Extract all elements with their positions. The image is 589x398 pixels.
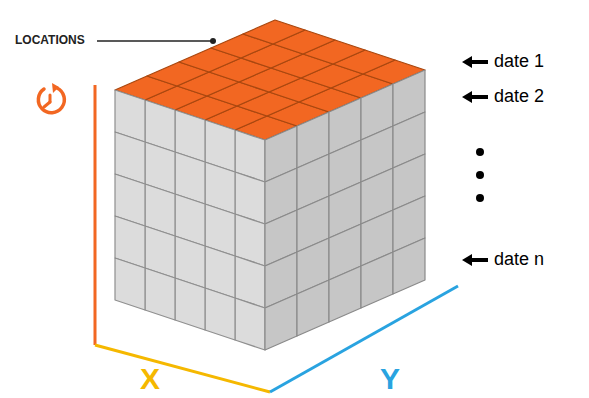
callout-label: LOCATIONS	[15, 34, 85, 48]
date-label: date 1	[494, 51, 544, 72]
time-cell	[115, 258, 145, 310]
x-axis	[95, 345, 270, 392]
ellipsis-dots	[476, 148, 484, 202]
axis-label: X	[140, 362, 160, 397]
time-cell	[175, 278, 205, 330]
time-cell	[329, 266, 361, 322]
date-label: date 2	[494, 86, 544, 107]
time-cell	[265, 294, 297, 350]
time-cell	[297, 280, 329, 336]
leader-dot	[210, 38, 216, 44]
time-cell	[393, 238, 425, 294]
time-cell	[235, 298, 265, 350]
time-axis	[94, 85, 97, 345]
clock-icon	[38, 83, 64, 113]
time-cell	[205, 288, 235, 340]
date-label: date n	[494, 249, 544, 270]
leader-line	[97, 40, 211, 42]
date-arrows	[462, 56, 488, 266]
time-cell	[361, 252, 393, 308]
time-cell	[145, 268, 175, 320]
y-axis	[270, 286, 458, 392]
axis-label: Y	[380, 362, 400, 397]
location-cell	[243, 20, 305, 44]
cube-grid	[115, 20, 425, 350]
